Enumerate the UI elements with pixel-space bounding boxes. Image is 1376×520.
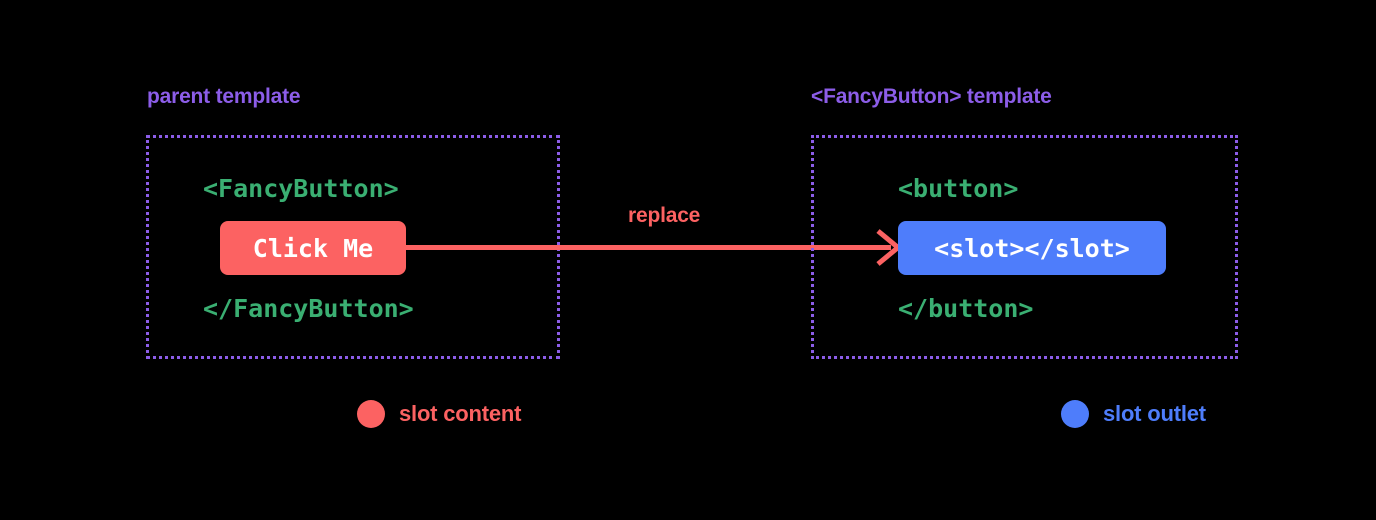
fancybutton-template-heading: <FancyButton> template xyxy=(811,85,1052,108)
legend-circle-icon xyxy=(357,400,385,428)
slot-outlet-chip[interactable]: <slot></slot> xyxy=(898,221,1166,275)
legend-circle-icon xyxy=(1061,400,1089,428)
parent-template-heading: parent template xyxy=(147,85,301,108)
legend-label-slot-outlet: slot outlet xyxy=(1103,401,1206,426)
replace-arrow-label: replace xyxy=(628,204,701,227)
code-open-button: <button> xyxy=(898,174,1019,203)
code-close-button: </button> xyxy=(898,294,1034,323)
legend-item-slot-outlet: slot outlet xyxy=(1061,400,1206,428)
slot-content-chip[interactable]: Click Me xyxy=(220,221,406,275)
code-close-fancybutton: </FancyButton> xyxy=(203,294,414,323)
legend-label-slot-content: slot content xyxy=(399,401,522,426)
code-open-fancybutton: <FancyButton> xyxy=(203,174,399,203)
fancybutton-template-panel xyxy=(811,135,1238,359)
legend-item-slot-content: slot content xyxy=(357,400,521,428)
